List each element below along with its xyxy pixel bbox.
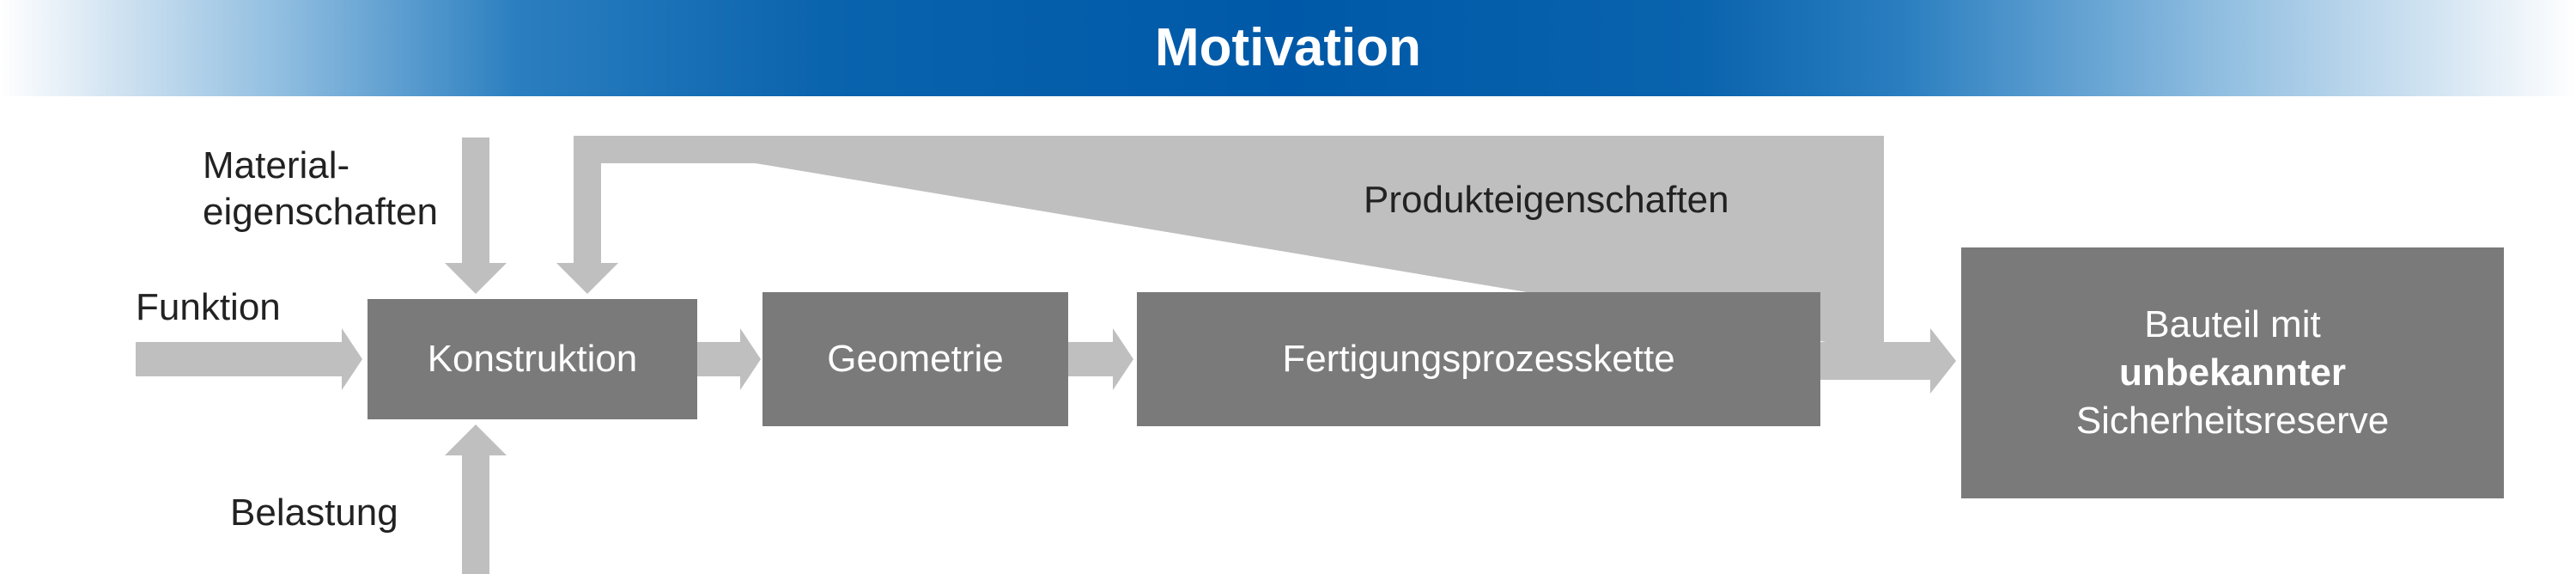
label-function: Funktion	[136, 286, 281, 328]
result-line-2: unbekannter	[2118, 351, 2347, 394]
box-design: Konstruktion	[368, 299, 697, 419]
label-material-line2: eigenschaften	[203, 191, 438, 233]
box-geometry: Geometrie	[762, 292, 1068, 426]
arrow-design-geometry	[697, 328, 761, 390]
label-load: Belastung	[230, 492, 398, 534]
arrow-function	[136, 328, 362, 390]
title-banner	[0, 0, 2576, 96]
label-material-line1: Material-	[203, 144, 350, 186]
arrow-material	[445, 137, 507, 294]
arrow-geometry-manufacturing	[1068, 328, 1133, 390]
banner-title: Motivation	[1155, 18, 1421, 77]
label-material: Material- eigenschaften	[203, 143, 443, 235]
label-feedback: Produkteigenschaften	[1364, 179, 1729, 221]
arrow-load	[445, 424, 507, 574]
result-line-1: Bauteil mit	[2144, 303, 2321, 345]
result-line-3: Sicherheitsreserve	[2075, 400, 2390, 442]
arrow-feedback-loop	[574, 136, 1884, 348]
box-result: Bauteil mit unbekannter Sicherheitsreser…	[1961, 247, 2504, 498]
box-manufacturing: Fertigungsprozesskette	[1137, 292, 1820, 426]
